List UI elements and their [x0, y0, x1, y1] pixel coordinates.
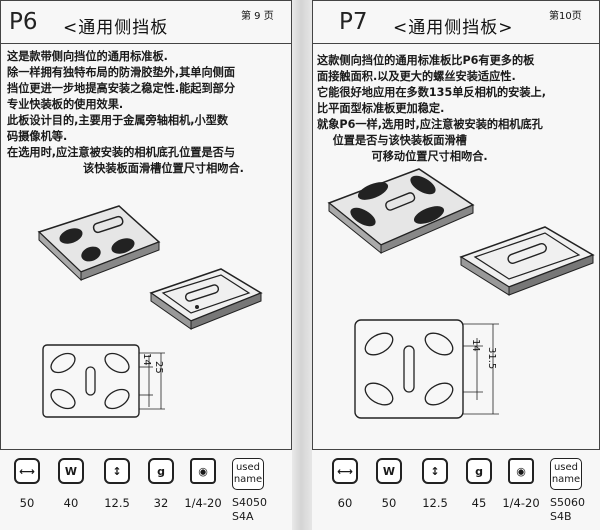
spec-bar-p7: ⟷ W ↕ g ◉ used name 60 50 12.5 45 1/4-20…	[312, 458, 600, 530]
spec-weight: 32	[153, 496, 169, 510]
page-number-right: 第10页	[549, 11, 582, 22]
plate-p7-top-view	[327, 168, 475, 255]
page-left: P6 <通用侧挡板 第 9 页 这是款带侧向挡位的通用标准板. 除一样拥有独特布…	[0, 0, 292, 530]
spec-screw: 1/4-20	[502, 496, 540, 510]
product-title-p6: <通用侧挡板	[63, 18, 169, 38]
right-frame: P7 <通用侧挡板> 第10页 这款侧向挡位的通用标准板比P6有更多的板 面接触…	[312, 0, 600, 450]
used-name-icon: used name	[550, 458, 582, 490]
plate-p6-bottom-view	[149, 268, 263, 330]
spec-weight: 45	[471, 496, 487, 510]
height-icon: ↕	[104, 458, 130, 484]
used-name-icon: used name	[232, 458, 264, 490]
spec-length: 50	[19, 496, 35, 510]
plate-p7-bottom-view	[459, 226, 595, 296]
dim-inner-p6: 14	[141, 353, 152, 366]
height-icon: ↕	[422, 458, 448, 484]
page-right: P7 <通用侧挡板> 第10页 这款侧向挡位的通用标准板比P6有更多的板 面接触…	[312, 0, 600, 530]
screw-icon: ◉	[190, 458, 216, 484]
spec-width: 40	[63, 496, 79, 510]
spec-height: 12.5	[104, 496, 130, 510]
spec-model: S4050 S4A	[232, 496, 267, 523]
plate-p7-dimension-drawing	[354, 319, 499, 419]
description-p6: 这是款带侧向挡位的通用标准板. 除一样拥有独特布局的防滑胶垫外,其单向侧面 挡位…	[7, 50, 244, 175]
page-gutter	[292, 0, 312, 530]
width-icon: W	[376, 458, 402, 484]
page-number-left: 第 9 页	[241, 11, 274, 22]
weight-icon: g	[466, 458, 492, 484]
spec-screw: 1/4-20	[184, 496, 222, 510]
product-title-p7: <通用侧挡板>	[393, 18, 514, 38]
dim-outer-p7: 31.5	[486, 347, 497, 370]
spec-model: S5060 S4B	[550, 496, 585, 523]
length-icon: ⟷	[14, 458, 40, 484]
product-code-p7: P7	[339, 9, 368, 35]
plate-p6-dimension-drawing	[42, 344, 165, 418]
spec-bar-p6: ⟷ W ↕ g ◉ used name 50 40 12.5 32 1/4-20…	[0, 458, 292, 530]
spec-width: 50	[381, 496, 397, 510]
weight-icon: g	[148, 458, 174, 484]
screw-icon: ◉	[508, 458, 534, 484]
left-frame: P6 <通用侧挡板 第 9 页 这是款带侧向挡位的通用标准板. 除一样拥有独特布…	[0, 0, 292, 450]
dim-outer-p6: 25	[153, 361, 164, 374]
width-icon: W	[58, 458, 84, 484]
description-p7: 这款侧向挡位的通用标准板比P6有更多的板 面接触面积.以及更大的螺丝安装适应性.…	[317, 54, 546, 163]
spec-length: 60	[337, 496, 353, 510]
plate-p6-top-view	[37, 205, 161, 282]
dim-inner-p7: 14	[470, 339, 481, 352]
spec-height: 12.5	[422, 496, 448, 510]
product-code-p6: P6	[9, 9, 38, 35]
length-icon: ⟷	[332, 458, 358, 484]
